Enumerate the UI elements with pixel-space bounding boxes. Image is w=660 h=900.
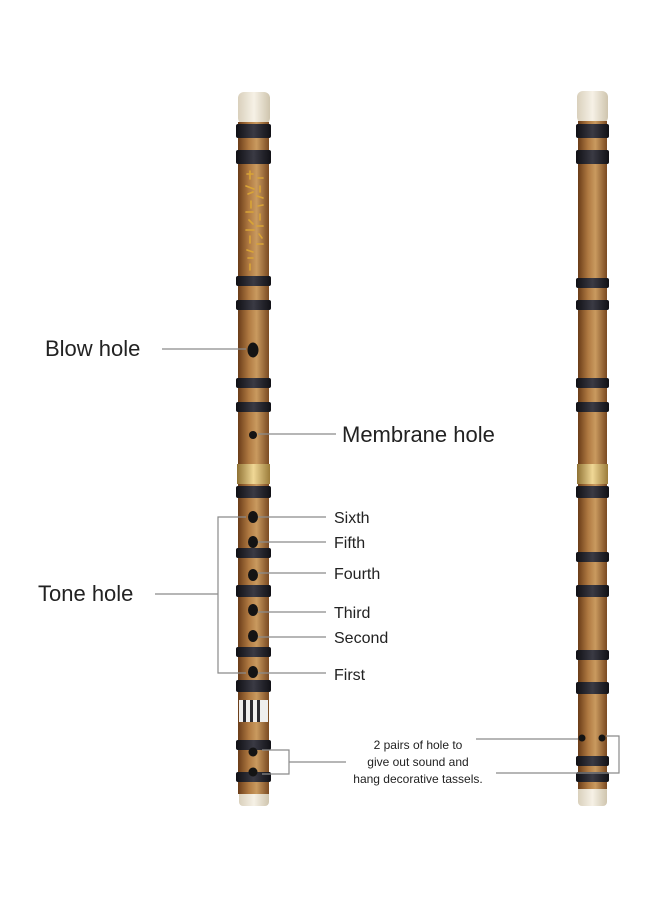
tone-hole-label: Tone hole xyxy=(38,581,133,606)
tone-hole-third-label: Third xyxy=(334,605,370,622)
tone-hole-fifth-label: Fifth xyxy=(334,535,365,552)
tone-hole-fourth-label: Fourth xyxy=(334,566,380,583)
calligraphy-engraving xyxy=(245,170,264,271)
left-flute-bindings xyxy=(236,124,271,782)
tone-hole-sixth-label: Sixth xyxy=(334,510,370,527)
membrane-hole-mark xyxy=(249,431,257,439)
tassel-hole-mark xyxy=(248,747,258,757)
blow-hole-label: Blow hole xyxy=(45,336,140,361)
right-flute-bottom-cap xyxy=(578,786,607,806)
right-flute-bindings xyxy=(576,124,609,782)
left-flute-body xyxy=(238,122,269,794)
tone-hole-bracket xyxy=(217,516,246,674)
right-flute-holes xyxy=(578,734,606,742)
left-flute-brass-band xyxy=(237,464,270,484)
left-flute xyxy=(236,92,271,806)
tassel-note-line-1: 2 pairs of hole to xyxy=(374,738,463,752)
tassel-note-line-2: give out sound and xyxy=(367,755,468,769)
right-tassel-bracket xyxy=(496,735,620,774)
left-flute-holes xyxy=(247,342,259,777)
left-flute-striped-band xyxy=(239,700,268,722)
tone-hole-first-label: First xyxy=(334,667,366,684)
right-flute-top-cap xyxy=(577,91,608,123)
left-flute-top-cap xyxy=(238,92,270,124)
leader-lines xyxy=(155,348,620,775)
blow-hole-mark xyxy=(247,342,259,358)
tassel-hole-mark xyxy=(598,734,606,742)
membrane-hole-label: Membrane hole xyxy=(342,422,495,447)
right-flute-brass-band xyxy=(577,464,608,484)
right-flute-body xyxy=(578,121,607,789)
right-flute xyxy=(576,91,609,806)
tassel-hole-mark xyxy=(248,767,258,777)
tassel-note-line-3: hang decorative tassels. xyxy=(353,772,482,786)
tassel-hole-mark xyxy=(578,734,586,742)
tone-hole-second-label: Second xyxy=(334,630,388,647)
labels: Blow hole Membrane hole Tone hole Sixth … xyxy=(38,336,495,786)
